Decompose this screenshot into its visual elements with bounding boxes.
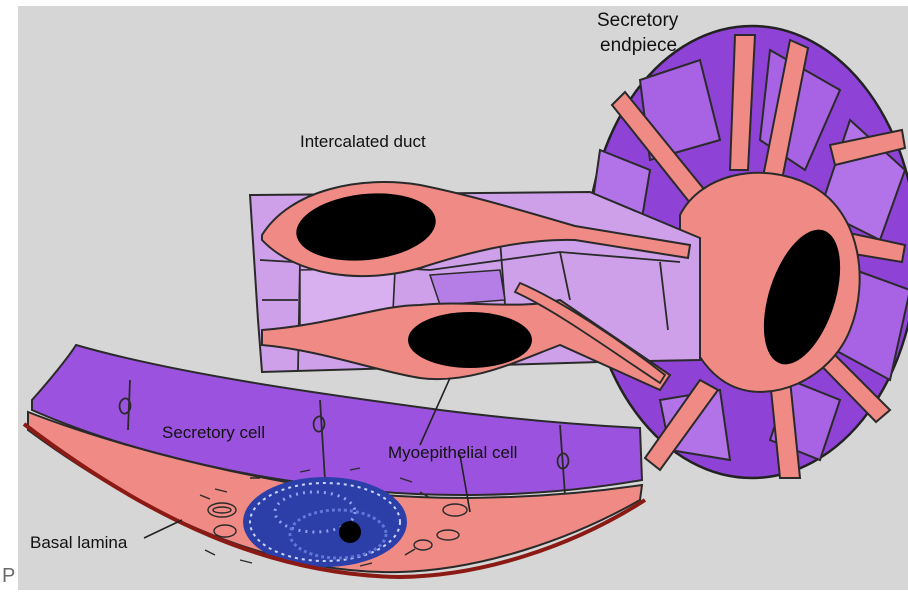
nucleus-lower (408, 312, 532, 368)
intercalated-duct (250, 182, 700, 390)
secretory-endpiece-label-line2: endpiece (600, 35, 677, 56)
secretory-endpiece-label-line1: Secretory (597, 10, 678, 31)
footer-letter: P (2, 565, 15, 588)
intercalated-duct-label: Intercalated duct (300, 131, 426, 152)
secretory-cell-label: Secretory cell (162, 422, 265, 443)
myoepithelial-cell-label: Myoepithelial cell (388, 442, 517, 463)
nucleolus (339, 521, 361, 543)
basal-lamina-label: Basal lamina (30, 532, 127, 553)
nucleus-bottom (243, 477, 407, 567)
